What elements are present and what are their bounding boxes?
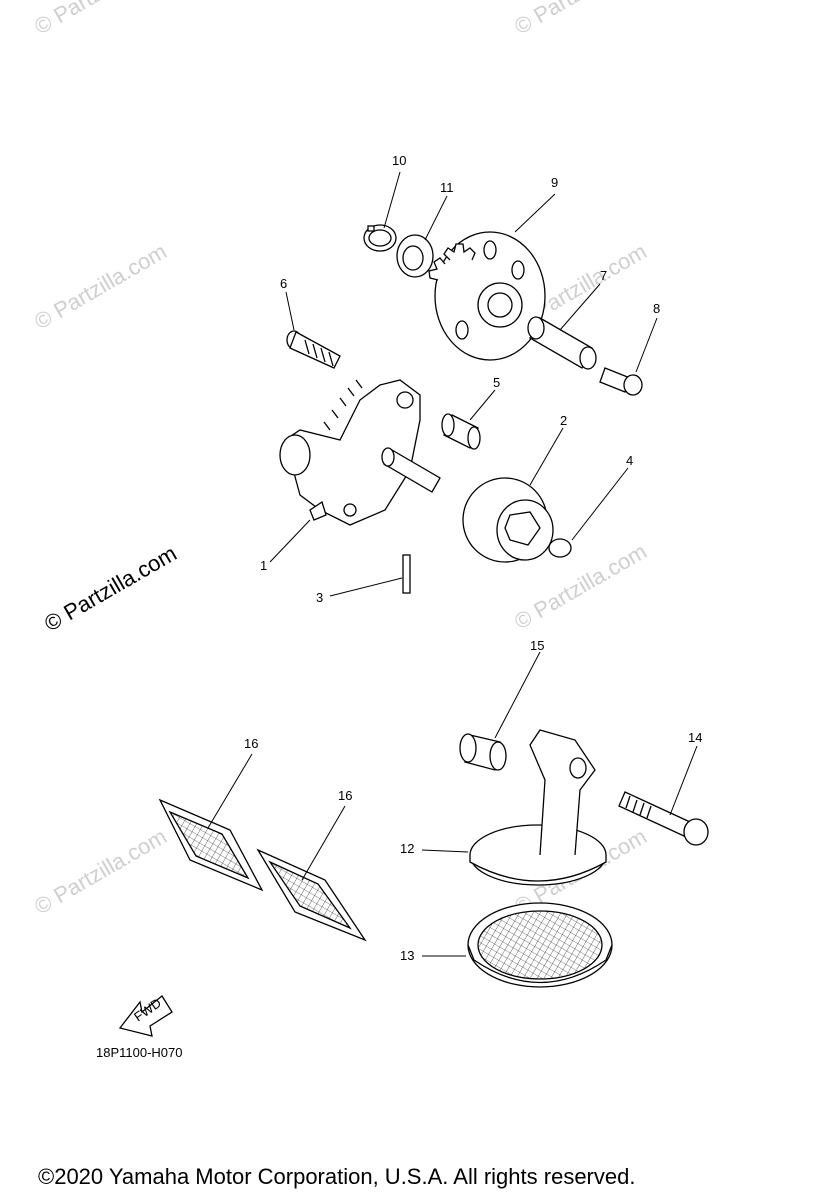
- gasket-part: [256, 848, 367, 942]
- gasket-part: [158, 798, 264, 892]
- pin-part: [402, 554, 411, 594]
- callout-1: 1: [260, 558, 267, 573]
- callout-16: 16: [244, 736, 258, 751]
- callout-3: 3: [316, 590, 323, 605]
- callout-15: 15: [530, 638, 544, 653]
- rotor-shaft-part: [381, 447, 441, 493]
- bolt-part: [599, 367, 643, 396]
- callout-10: 10: [392, 153, 406, 168]
- long-bolt-part: [618, 791, 709, 846]
- watermark: © Partzilla.com: [30, 824, 171, 920]
- circlip-part: [363, 224, 397, 252]
- watermark: © Partzilla.com: [30, 0, 171, 39]
- callout-16: 16: [338, 788, 352, 803]
- pump-body-part: [279, 379, 421, 526]
- callout-13: 13: [400, 948, 414, 963]
- callout-11: 11: [440, 180, 454, 195]
- callout-2: 2: [560, 413, 567, 428]
- diagram-code: 18P1100-H070: [96, 1045, 183, 1060]
- washer-part: [396, 234, 434, 278]
- callout-14: 14: [688, 730, 702, 745]
- leader-lines: [207, 171, 698, 957]
- callouts: 10 11 9 7 8 6 5 2 4 1 3 15 14 12 13 16 1…: [244, 153, 702, 963]
- watermark: © Partzilla.com: [510, 0, 651, 39]
- callout-5: 5: [493, 375, 500, 390]
- fwd-arrow-icon: [118, 995, 173, 1037]
- callout-12: 12: [400, 841, 414, 856]
- snap-ring-part: [548, 538, 572, 558]
- screen-filter-part: [467, 902, 613, 988]
- rotor-part: [462, 477, 554, 563]
- shaft-part: [527, 316, 597, 370]
- callout-7: 7: [600, 268, 607, 283]
- watermark: © Partzilla.com: [30, 239, 171, 335]
- strainer-housing-part: [469, 729, 607, 886]
- callout-9: 9: [551, 175, 558, 190]
- copyright-notice: ©2020 Yamaha Motor Corporation, U.S.A. A…: [38, 1164, 636, 1189]
- gear-part: [428, 231, 546, 361]
- watermark-main: © Partzilla.com: [40, 541, 181, 637]
- collar-part: [441, 413, 481, 450]
- collar-15-part: [459, 733, 507, 771]
- callout-8: 8: [653, 301, 660, 316]
- screw-part: [286, 330, 341, 369]
- callout-6: 6: [280, 276, 287, 291]
- callout-4: 4: [626, 453, 633, 468]
